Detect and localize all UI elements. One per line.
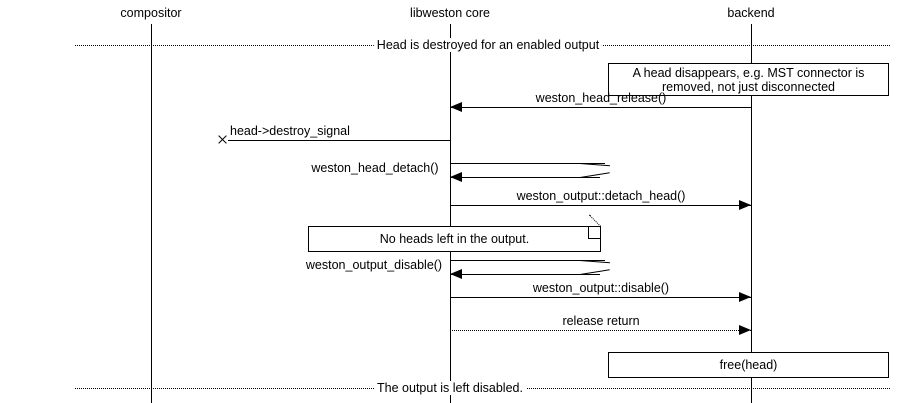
lifeline-backend [751, 24, 752, 403]
lost-message-x-icon [217, 134, 228, 145]
arrowhead-left-weston-head-release [450, 102, 462, 112]
message-label-weston-head-release: weston_head_release() [535, 91, 667, 105]
lifeline-libweston-core [450, 24, 451, 403]
message-line-weston-head-release [450, 107, 751, 108]
arrowhead-left-weston-output-disable [450, 269, 462, 279]
note-head-disappears-text: A head disappears, e.g. MST connector is… [632, 65, 865, 94]
arrowhead-right-release-return [739, 325, 751, 335]
note-fold-corner-icon [588, 214, 601, 239]
message-label-weston-output-detach-head: weston_output::detach_head() [516, 189, 686, 203]
self-message-weston-output-disable [450, 260, 610, 278]
arrowhead-right-weston-output-detach-head [739, 200, 751, 210]
message-line-head-destroy-signal [228, 140, 450, 141]
note-no-heads-left: No heads left in the output. [308, 214, 601, 252]
message-label-weston-output-disable: weston_output_disable() [305, 258, 443, 272]
note-free-head: free(head) [608, 352, 889, 378]
participant-label-backend: backend [727, 6, 775, 20]
message-label-weston-output-disable-backend: weston_output::disable() [532, 281, 670, 295]
note-no-heads-left-text: No heads left in the output. [379, 232, 530, 246]
separator-label-top: Head is destroyed for an enabled output [373, 38, 603, 52]
message-label-release-return: release return [562, 314, 640, 328]
lifeline-compositor [151, 24, 152, 403]
participant-label-libweston-core: libweston core [410, 6, 490, 20]
message-line-release-return [450, 330, 751, 331]
message-label-weston-head-detach: weston_head_detach() [311, 161, 439, 175]
note-head-disappears: A head disappears, e.g. MST connector is… [608, 63, 889, 96]
message-line-weston-output-detach-head [450, 205, 751, 206]
separator-label-bottom: The output is left disabled. [374, 381, 526, 395]
note-free-head-text: free(head) [719, 358, 778, 372]
participant-label-compositor: compositor [120, 6, 182, 20]
message-label-head-destroy-signal: head->destroy_signal [230, 124, 350, 138]
message-line-weston-output-disable-backend [450, 297, 751, 298]
arrowhead-left-weston-head-detach [450, 172, 462, 182]
self-message-weston-head-detach [450, 163, 610, 181]
arrowhead-right-weston-output-disable-backend [739, 292, 751, 302]
